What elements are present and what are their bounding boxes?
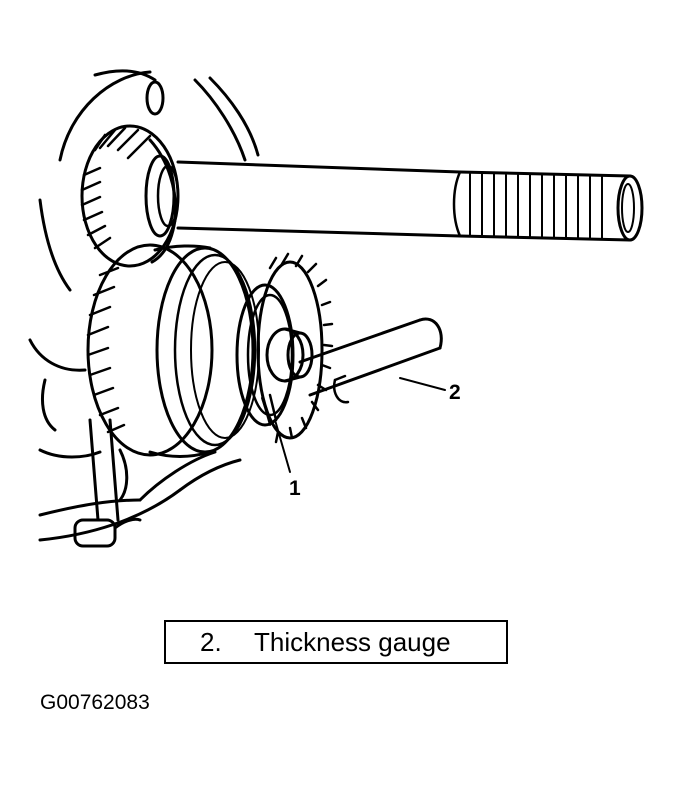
input-shaft: [176, 160, 644, 242]
housing-outline: [28, 69, 260, 548]
thickness-gauge: [298, 317, 443, 404]
legend-box: 2. Thickness gauge: [164, 620, 508, 664]
gear-assembly-illustration: [28, 69, 644, 548]
upper-helical-gear: [80, 124, 180, 268]
callout-leaders: [274, 377, 446, 473]
callout-number-1: 1: [289, 477, 301, 500]
legend-number: 2.: [200, 626, 222, 657]
figure-id: G00762083: [40, 691, 150, 714]
lower-gear-stack: [86, 243, 334, 458]
callout-number-2: 2: [449, 381, 461, 404]
legend-label: Thickness gauge: [254, 626, 451, 657]
